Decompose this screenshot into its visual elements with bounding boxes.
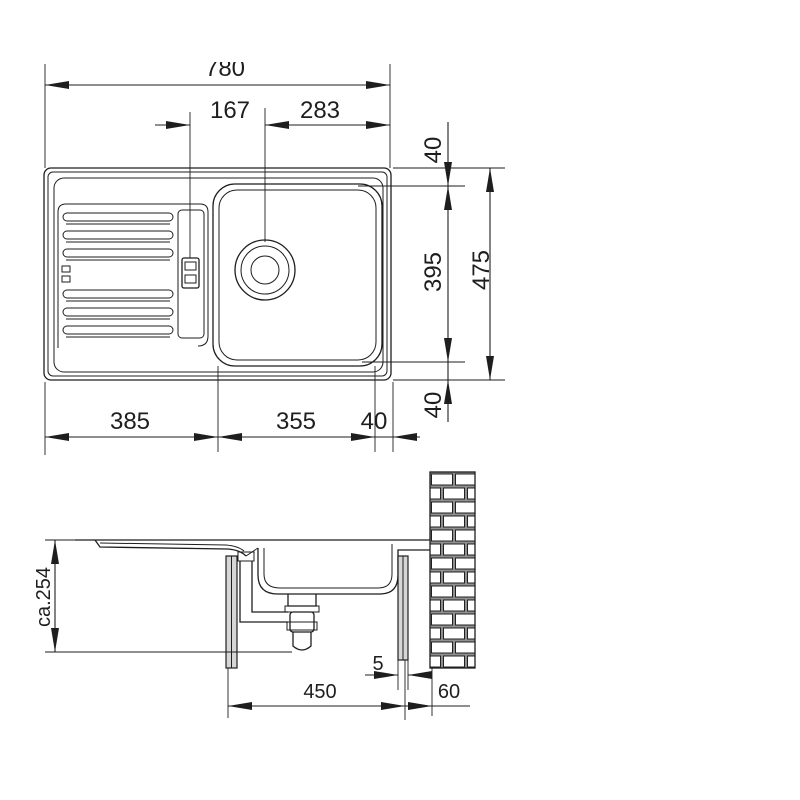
dimension-label-wall-distance: 60 [438,681,460,703]
section-view [75,471,476,669]
drainer-groove [62,289,174,299]
drainer-groove [62,212,174,222]
overflow-outer [181,257,200,289]
drainer-profile [94,539,247,557]
bowl-section-inner [263,544,393,589]
dimension-label-drain-from-left: 167 [210,97,250,124]
bowl-outer [212,183,383,367]
dimension-label-drainer-width: 385 [110,408,150,435]
dimension-label-overall-width: 780 [205,55,245,82]
dimension-label-bowl-length: 395 [420,252,447,292]
drainer-groove-shadow [66,223,170,338]
tap-hole-mark [61,265,71,273]
trap-nut [286,621,318,631]
trap-tail [292,632,312,651]
sink-outer-edge [43,167,392,381]
drain-nut [284,605,320,613]
section-view-dimensions: ca.254 5 450 60 [33,539,470,720]
drainer-groove [62,230,174,240]
dimension-label-height: ca.254 [33,567,55,627]
dimension-label-gap: 5 [372,653,383,675]
overflow-fitting [237,551,255,562]
bowl-inner [218,189,377,361]
drainer-groove [62,307,174,317]
dimension-label-rim-bottom: 40 [420,392,447,419]
drainer-groove [62,248,174,258]
drain-ring-middle [240,245,290,295]
drainer [57,203,209,348]
overflow-pipe-inner [251,561,288,613]
sink-rim [53,177,384,373]
brick-wall [429,471,476,669]
overflow [181,257,200,289]
overflow-pipe-outer [239,561,288,623]
tap-hole-mark [61,275,71,283]
dimension-label-rim-top: 40 [420,137,447,164]
dimension-label-drain-to-right: 283 [300,97,340,124]
drain-ring-outer [234,239,296,301]
dimension-label-overall-depth: 475 [468,250,495,290]
top-view-dimensions: 780 167 283 40 395 475 40 385 355 40 [44,55,505,455]
top-view [43,167,392,381]
overflow-slot [184,274,197,284]
drainer-divider [177,209,205,339]
drainer-groove [62,325,174,335]
overflow-slot [184,261,197,271]
dimension-label-bowl-width: 355 [276,408,316,435]
drainer-panel [57,203,209,348]
sink-outer-edge-inner [47,171,388,377]
bowl [212,183,383,367]
dimension-label-rim-right: 40 [361,408,388,435]
drain-outlet [287,594,317,607]
drain-ring-inner [250,255,280,285]
drain [234,239,296,301]
drainer-profile-top [99,542,245,552]
dimension-label-cabinet-width: 450 [303,681,336,703]
